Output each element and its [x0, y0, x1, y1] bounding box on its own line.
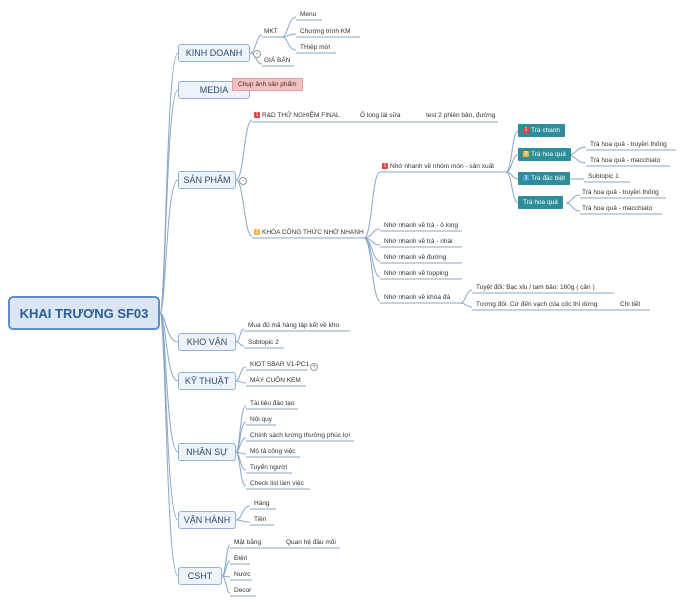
topic-tra-hoa-qua-truyen-thong-2[interactable]: Trà hoa quả - truyền thống	[582, 189, 659, 196]
topic-test-2[interactable]: test 2 phiên bản, đường	[426, 112, 496, 119]
topic-chuong-trinh-km[interactable]: Chương trình KM	[300, 28, 351, 35]
topic-dien[interactable]: Điện	[234, 555, 248, 562]
topic-mo-ta-cong-viec[interactable]: Mô tả công việc	[250, 448, 296, 455]
topic-noi-quy[interactable]: Nội quy	[250, 416, 273, 423]
branch-san-pham[interactable]: SẢN PHẨM	[178, 171, 236, 189]
topic-nho-topping[interactable]: Nhớ nhanh về topping	[384, 270, 449, 277]
topic-rd-label: R&D THỬ NGHIỆM FINAL	[262, 112, 340, 119]
topic-tuong-doi[interactable]: Tương đối: Cứ đến vạch của cốc thì dừng	[476, 301, 598, 308]
topic-menu[interactable]: Menu	[300, 11, 317, 18]
topic-quan-he-dau-moi[interactable]: Quan hệ đầu mối	[286, 539, 336, 546]
topic-tra-hoa-qua-truyen-thong[interactable]: Trà hoa quả - truyền thống	[590, 141, 667, 148]
topic-kiot-sbar[interactable]: KIOT SBAR V1-PC1	[250, 361, 310, 368]
topic-tra-hoa-qua-2[interactable]: Trà hoa quả	[518, 196, 563, 209]
topic-chup-anh[interactable]: Chụp ảnh sản phẩm	[232, 78, 303, 91]
branch-kinh-doanh[interactable]: KINH DOANH	[178, 44, 250, 62]
topic-tien[interactable]: Tiền	[254, 516, 267, 523]
topic-nho-nhom-mon-label: Nhớ nhanh về nhóm món - sản xuất	[390, 163, 494, 170]
topic-tai-lieu-dao-tao[interactable]: Tài liệu đào tạo	[250, 400, 295, 407]
topic-tra-dac-biet-label: Trà đặc biệt	[531, 175, 566, 182]
priority-3-icon: 3	[523, 175, 529, 182]
topic-tra-hoa-qua-macchiato-2[interactable]: Trà hoa quả - macchiato	[582, 205, 653, 212]
topic-nho-khoa-da[interactable]: Nhớ nhanh về khóa đá	[384, 294, 451, 301]
branch-kho-van[interactable]: KHO VẬN	[178, 333, 236, 351]
topic-hang[interactable]: Hàng	[254, 500, 270, 507]
topic-nuoc[interactable]: Nước	[234, 571, 251, 578]
branch-van-hanh[interactable]: VẬN HÀNH	[178, 511, 236, 529]
topic-mkt[interactable]: MKT	[264, 28, 278, 35]
branch-nhan-su[interactable]: NHÂN SỰ	[178, 443, 236, 461]
topic-subtopic-1[interactable]: Subtopic 1	[588, 173, 619, 180]
root-topic[interactable]: KHAI TRƯƠNG SF03	[8, 296, 160, 330]
expand-toggle-icon[interactable]: +	[310, 363, 318, 371]
priority-1-icon: 1	[254, 112, 260, 119]
topic-mat-bang[interactable]: Mặt bằng	[234, 539, 262, 546]
branch-ky-thuat[interactable]: KỸ THUẬT	[178, 372, 236, 390]
collapse-toggle-icon[interactable]: -	[253, 50, 261, 58]
priority-2-icon: 2	[254, 229, 260, 236]
topic-chi-tiet[interactable]: Chi tiết	[620, 301, 641, 308]
topic-nho-duong[interactable]: Nhớ nhanh về đường	[384, 254, 447, 261]
topic-thiep-moi[interactable]: THiệp mời	[300, 44, 331, 51]
topic-nho-nhai[interactable]: Nhớ nhanh về trà - nhài	[384, 238, 453, 245]
topic-decor[interactable]: Decor	[234, 587, 252, 594]
topic-subtopic-2[interactable]: Subtopic 2	[248, 339, 279, 346]
topic-tra-hoa-qua-label: Trà hoa quả	[531, 151, 566, 158]
topic-tuyen-nguoi[interactable]: Tuyển người	[250, 464, 287, 471]
priority-2-icon: 2	[523, 151, 529, 158]
topic-gia-ban[interactable]: GIÁ BÁN	[264, 57, 291, 64]
topic-may-cuon-kem[interactable]: MÁY CUỐN KEM	[250, 377, 301, 384]
topic-khoa-label: KHÓA CÔNG THỨC NHỚ NHANH	[262, 229, 364, 236]
topic-mua-du-ma-hang[interactable]: Mua đủ mã hàng tập kết về kho	[248, 322, 340, 329]
branch-csht[interactable]: CSHT	[178, 567, 222, 585]
priority-1-icon: 1	[382, 163, 388, 170]
collapse-toggle-icon[interactable]: -	[239, 177, 247, 185]
priority-1-icon: 1	[523, 127, 529, 134]
topic-tra-hoa-qua-macchiato[interactable]: Trà hoa quả - macchiato	[590, 157, 661, 164]
topic-olong-lai-sua[interactable]: Ô long lài sữa	[360, 112, 401, 119]
topic-check-list[interactable]: Check list làm việc	[250, 480, 304, 487]
topic-nho-olong[interactable]: Nhớ nhanh về trà - ô long	[384, 222, 459, 229]
topic-tra-chanh-label: Trà chanh	[531, 127, 561, 134]
topic-chinh-sach-luong[interactable]: Chính sách lương thưởng phúc lợi	[250, 432, 350, 439]
topic-tuyet-doi[interactable]: Tuyệt đối: Bạc xỉu / tam bảo: 160g ( cân…	[476, 284, 595, 291]
